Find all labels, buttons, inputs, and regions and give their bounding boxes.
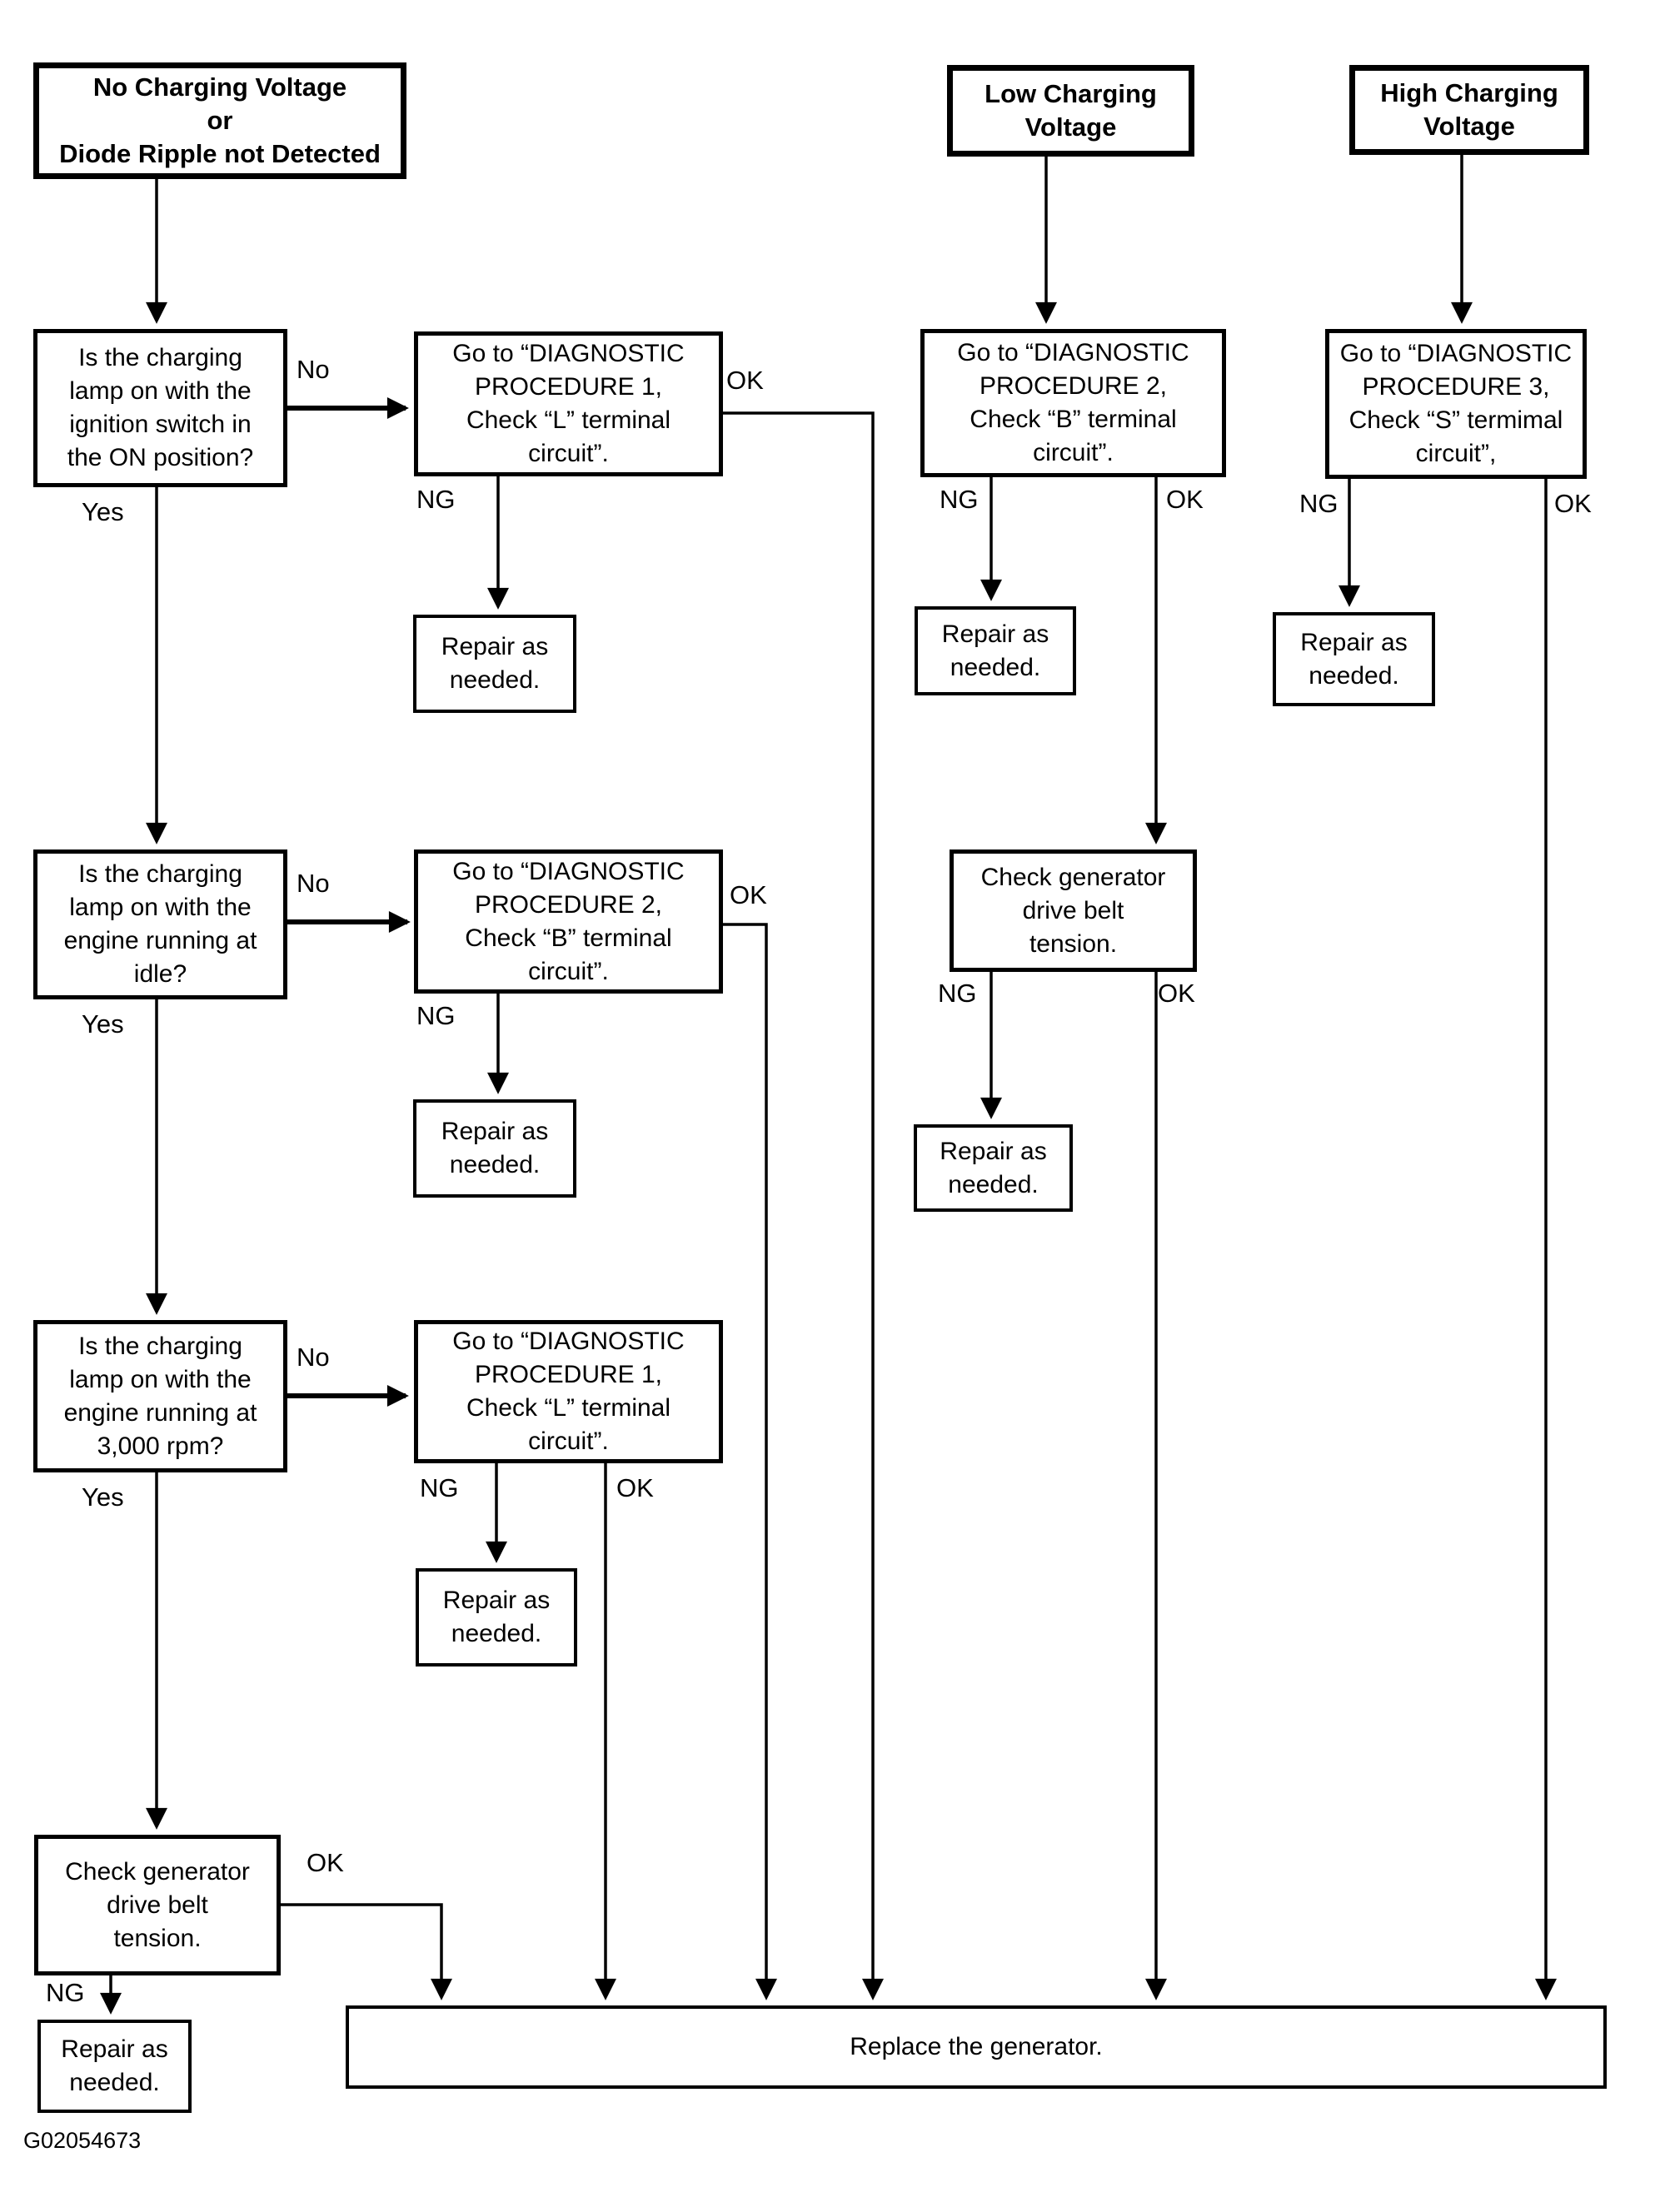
- check-belt-tension-left: Check generator drive belt tension.: [34, 1835, 281, 1975]
- yes-label-1: Yes: [82, 497, 124, 526]
- no-label-1: No: [297, 355, 330, 384]
- repair-box-col2-row2: Repair as needed.: [413, 1099, 576, 1198]
- ng-label-proc1a: NG: [416, 485, 456, 514]
- yes-label-3: Yes: [82, 1482, 124, 1512]
- arrow-proc2a-ok: [723, 923, 777, 2000]
- ng-label-proc1b: NG: [420, 1473, 459, 1502]
- check-belt-tension-middle: Check generator drive belt tension.: [950, 849, 1197, 972]
- ok-label-proc3: OK: [1554, 489, 1592, 518]
- procedure1-l-terminal-top: Go to “DIAGNOSTIC PROCEDURE 1, Check “L”…: [414, 331, 723, 476]
- question-charging-lamp-idle: Is the charging lamp on with the engine …: [33, 849, 287, 999]
- ng-label-proc3: NG: [1299, 489, 1338, 518]
- ok-label-proc2a: OK: [730, 880, 767, 909]
- procedure1-l-terminal-bottom: Go to “DIAGNOSTIC PROCEDURE 1, Check “L”…: [414, 1320, 723, 1463]
- figure-code-label: G02054673: [23, 2128, 142, 2153]
- arrow-proc1a-ok: [719, 411, 884, 2000]
- ng-label-checkbeltm: NG: [938, 979, 977, 1008]
- ok-label-proc1b: OK: [616, 1473, 654, 1502]
- no-label-3: No: [297, 1343, 330, 1372]
- ok-label-checkbeltm: OK: [1158, 979, 1195, 1008]
- yes-label-2: Yes: [82, 1009, 124, 1039]
- start-low-charging-voltage: Low Charging Voltage: [947, 65, 1194, 157]
- ng-label-checkbeltl: NG: [46, 1978, 85, 2007]
- ok-label-proc1a: OK: [726, 366, 764, 395]
- no-label-2: No: [297, 869, 330, 898]
- repair-box-mid-row1: Repair as needed.: [915, 606, 1076, 695]
- repair-box-mid-row2: Repair as needed.: [914, 1124, 1073, 1212]
- procedure2-b-terminal-middle: Go to “DIAGNOSTIC PROCEDURE 2, Check “B”…: [920, 329, 1226, 477]
- ok-label-proc2m: OK: [1166, 485, 1204, 514]
- start-high-charging-voltage: High Charging Voltage: [1349, 65, 1589, 155]
- start-no-charging-voltage: No Charging Voltage or Diode Ripple not …: [33, 62, 406, 179]
- procedure2-b-terminal-left: Go to “DIAGNOSTIC PROCEDURE 2, Check “B”…: [414, 849, 723, 994]
- ng-label-proc2m: NG: [940, 485, 979, 514]
- repair-box-bottom-left: Repair as needed.: [37, 2020, 192, 2113]
- procedure3-s-terminal: Go to “DIAGNOSTIC PROCEDURE 3, Check “S”…: [1325, 329, 1587, 479]
- arrow-checkbeltl-ok: [281, 1903, 452, 2000]
- question-charging-lamp-ignition-on: Is the charging lamp on with the ignitio…: [33, 329, 287, 487]
- repair-box-col2-row1: Repair as needed.: [413, 615, 576, 713]
- ok-label-checkbeltl: OK: [307, 1848, 344, 1877]
- replace-generator-bar: Replace the generator.: [346, 2005, 1607, 2089]
- repair-box-right: Repair as needed.: [1273, 612, 1435, 706]
- question-charging-lamp-3000rpm: Is the charging lamp on with the engine …: [33, 1320, 287, 1472]
- ng-label-proc2a: NG: [416, 1001, 456, 1030]
- repair-box-col2-row3: Repair as needed.: [416, 1568, 577, 1666]
